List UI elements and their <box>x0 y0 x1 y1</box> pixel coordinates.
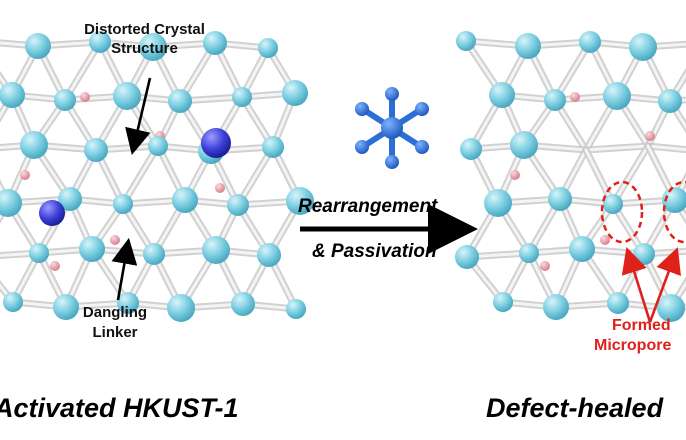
cu-node <box>579 31 601 53</box>
cu-node <box>172 187 198 213</box>
cu-node <box>231 292 255 316</box>
cu-node <box>167 294 195 322</box>
cu-node <box>515 33 541 59</box>
cu-node <box>286 187 314 215</box>
defect-atom <box>39 200 65 226</box>
small-atom <box>570 92 580 102</box>
cu-node <box>54 89 76 111</box>
cu-node <box>143 243 165 265</box>
small-atom <box>540 261 550 271</box>
cu-node <box>548 187 572 211</box>
dangling-line1: Dangling <box>82 304 148 321</box>
small-atom <box>20 170 30 180</box>
lattice-strut-highlight <box>584 144 650 152</box>
lattice-strut-highlight <box>584 148 615 206</box>
cu-node <box>657 294 685 322</box>
cu-node <box>603 82 631 110</box>
dangling-pointer-arrow <box>111 237 138 301</box>
cu-node <box>543 294 569 320</box>
formed-micropore-label: Formed Micropore <box>594 317 686 355</box>
lattice-strut-highlight <box>0 251 41 258</box>
lattice-strut-highlight <box>646 144 686 152</box>
cu-node <box>569 236 595 262</box>
cu-node <box>510 131 538 159</box>
cu-node <box>658 89 682 113</box>
small-atom <box>215 183 225 193</box>
cu-node <box>262 136 284 158</box>
left-title: Activated HKUST-1 <box>0 393 239 423</box>
cu-node <box>0 82 25 108</box>
cu-node <box>633 243 655 265</box>
cu-node <box>58 187 82 211</box>
small-atom <box>645 131 655 141</box>
small-atom <box>600 235 610 245</box>
linker-molecule-icon <box>355 87 429 169</box>
formed-line2: Micropore <box>594 336 672 354</box>
distorted-line2: Structure <box>111 39 178 57</box>
lattice-strut-highlight <box>553 40 592 102</box>
small-atom <box>80 92 90 102</box>
cu-node <box>20 131 48 159</box>
cu-node <box>84 138 108 162</box>
cu-node <box>117 292 139 314</box>
cu-node <box>29 243 49 263</box>
cu-node <box>89 31 111 53</box>
cu-node <box>0 189 22 217</box>
lattice-struts <box>462 37 686 312</box>
cu-node <box>148 136 168 156</box>
reaction-label-line2: & Passivation <box>312 241 437 262</box>
cu-node <box>460 138 482 160</box>
right-title: Defect-healed <box>486 393 664 423</box>
cu-node <box>227 194 249 216</box>
cu-node <box>519 243 539 263</box>
cu-node <box>544 89 566 111</box>
cu-node <box>113 82 141 110</box>
small-atom <box>50 261 60 271</box>
cu-node <box>139 33 167 61</box>
lattice-strut-highlight <box>121 144 160 206</box>
distorted-line1: Distorted Crystal <box>84 21 205 38</box>
cu-node <box>25 33 51 59</box>
cu-node <box>603 194 623 214</box>
cu-node <box>629 33 657 61</box>
small-atom <box>510 170 520 180</box>
cu-node <box>232 87 252 107</box>
lattice-strut-highlight <box>611 144 650 206</box>
cu-node <box>168 89 192 113</box>
cu-node <box>258 38 278 58</box>
dangling-linker-label: Dangling Linker <box>70 305 160 341</box>
cu-node <box>202 236 230 264</box>
cu-node <box>79 236 105 262</box>
distorted-pointer-arrow <box>125 77 152 156</box>
cu-node <box>662 187 686 213</box>
cu-node <box>455 245 479 269</box>
cu-node <box>53 294 79 320</box>
cu-node <box>286 299 306 319</box>
hkust-lattice-left <box>0 31 314 322</box>
cu-node <box>493 292 513 312</box>
lattice-strut-highlight <box>63 40 102 102</box>
cu-node <box>489 82 515 108</box>
cu-node <box>607 292 629 314</box>
cu-node <box>3 292 23 312</box>
cu-node <box>484 189 512 217</box>
cu-node <box>282 80 308 106</box>
dangling-line2: Linker <box>92 323 138 341</box>
cu-node <box>257 243 281 267</box>
micropore-annotation <box>600 180 686 323</box>
cu-node <box>113 194 133 214</box>
cu-node <box>203 31 227 55</box>
small-atom <box>110 235 120 245</box>
defect-atom <box>201 128 231 158</box>
distorted-crystal-label: Distorted Crystal Structure <box>52 22 237 57</box>
hkust-lattice-right <box>455 31 686 322</box>
cu-node <box>456 31 476 51</box>
reaction-label-line1: Rearrangement <box>298 196 438 217</box>
lattice-strut-highlight <box>236 145 275 207</box>
formed-line1: Formed <box>612 317 671 334</box>
